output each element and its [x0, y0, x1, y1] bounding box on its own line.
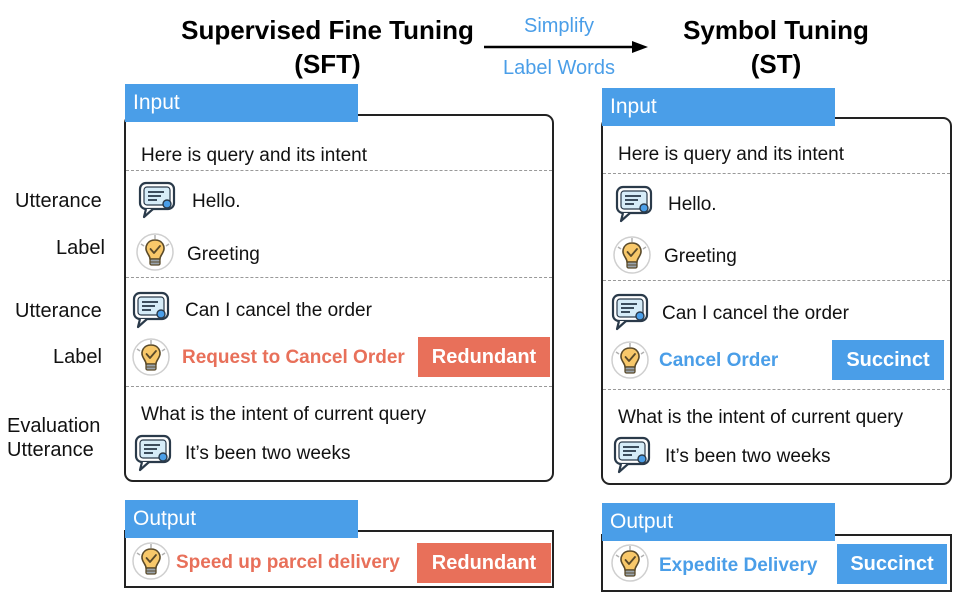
st-separator-3: [603, 389, 950, 390]
sft-ex1-utterance: Hello.: [192, 191, 241, 212]
st-output-label: Expedite Delivery: [659, 555, 818, 576]
side-label-label-2: Label: [53, 346, 102, 368]
st-ex2-utterance: Can I cancel the order: [662, 303, 849, 324]
sft-header-text: Here is query and its intent: [141, 145, 368, 166]
st-title-line1: Symbol Tuning: [683, 15, 869, 45]
st-chat-icon-1: [614, 184, 654, 224]
st-output-succinct-badge: Succinct: [837, 544, 947, 584]
st-ex1-label: Greeting: [664, 246, 737, 267]
sft-input-panel: [124, 114, 554, 482]
sft-chat-icon-3: [133, 433, 173, 473]
st-input-panel: [601, 117, 952, 485]
st-ex2-label: Cancel Order: [659, 350, 779, 371]
sft-eval-utterance: It’s been two weeks: [185, 443, 351, 464]
side-label-label-1: Label: [56, 237, 105, 259]
sft-output-bulb-icon: [131, 541, 171, 581]
st-question-text: What is the intent of current query: [618, 407, 904, 428]
sft-chat-icon-2: [131, 290, 171, 330]
sft-title-line1: Supervised Fine Tuning: [181, 15, 474, 45]
side-label-utterance-1: Utterance: [15, 190, 102, 212]
sft-question-text: What is the intent of current query: [141, 404, 427, 425]
st-title-line2: (ST): [750, 49, 802, 79]
sft-output-tab: Output: [125, 500, 358, 538]
sft-input-tab: Input: [125, 84, 358, 122]
sft-bulb-icon-2: [131, 337, 171, 377]
sft-output-label: Speed up parcel delivery: [176, 552, 400, 573]
side-label-evaluation: Evaluation: [7, 415, 101, 437]
st-separator-2: [603, 280, 950, 281]
simplify-arrow: [484, 41, 648, 53]
sft-ex2-label: Request to Cancel Order: [182, 347, 405, 368]
st-output-bulb-icon: [610, 543, 650, 583]
sft-separator-3: [126, 386, 552, 387]
st-bulb-icon-2: [610, 340, 650, 380]
st-bulb-icon-1: [612, 235, 652, 275]
sft-separator-2: [126, 277, 552, 278]
st-chat-icon-3: [612, 435, 652, 475]
sft-separator-1: [126, 170, 552, 171]
sft-ex2-utterance: Can I cancel the order: [185, 300, 372, 321]
sft-redundant-badge: Redundant: [418, 337, 550, 377]
st-succinct-badge: Succinct: [832, 340, 944, 380]
arrow-label-top: Simplify: [523, 15, 594, 37]
st-chat-icon-2: [610, 292, 650, 332]
sft-title-line2: (SFT): [294, 49, 361, 79]
sft-chat-icon-1: [137, 180, 177, 220]
sft-output-redundant-badge: Redundant: [417, 543, 551, 583]
st-input-tab: Input: [602, 88, 835, 126]
side-label-evaluation-utterance: Utterance: [7, 439, 94, 461]
st-header-text: Here is query and its intent: [618, 144, 845, 165]
side-label-utterance-2: Utterance: [15, 300, 102, 322]
st-eval-utterance: It’s been two weeks: [665, 446, 831, 467]
st-separator-1: [603, 173, 950, 174]
st-ex1-utterance: Hello.: [668, 194, 717, 215]
st-output-tab: Output: [602, 503, 835, 541]
sft-bulb-icon-1: [135, 232, 175, 272]
arrow-label-bottom: Label Words: [503, 57, 615, 79]
sft-ex1-label: Greeting: [187, 244, 260, 265]
